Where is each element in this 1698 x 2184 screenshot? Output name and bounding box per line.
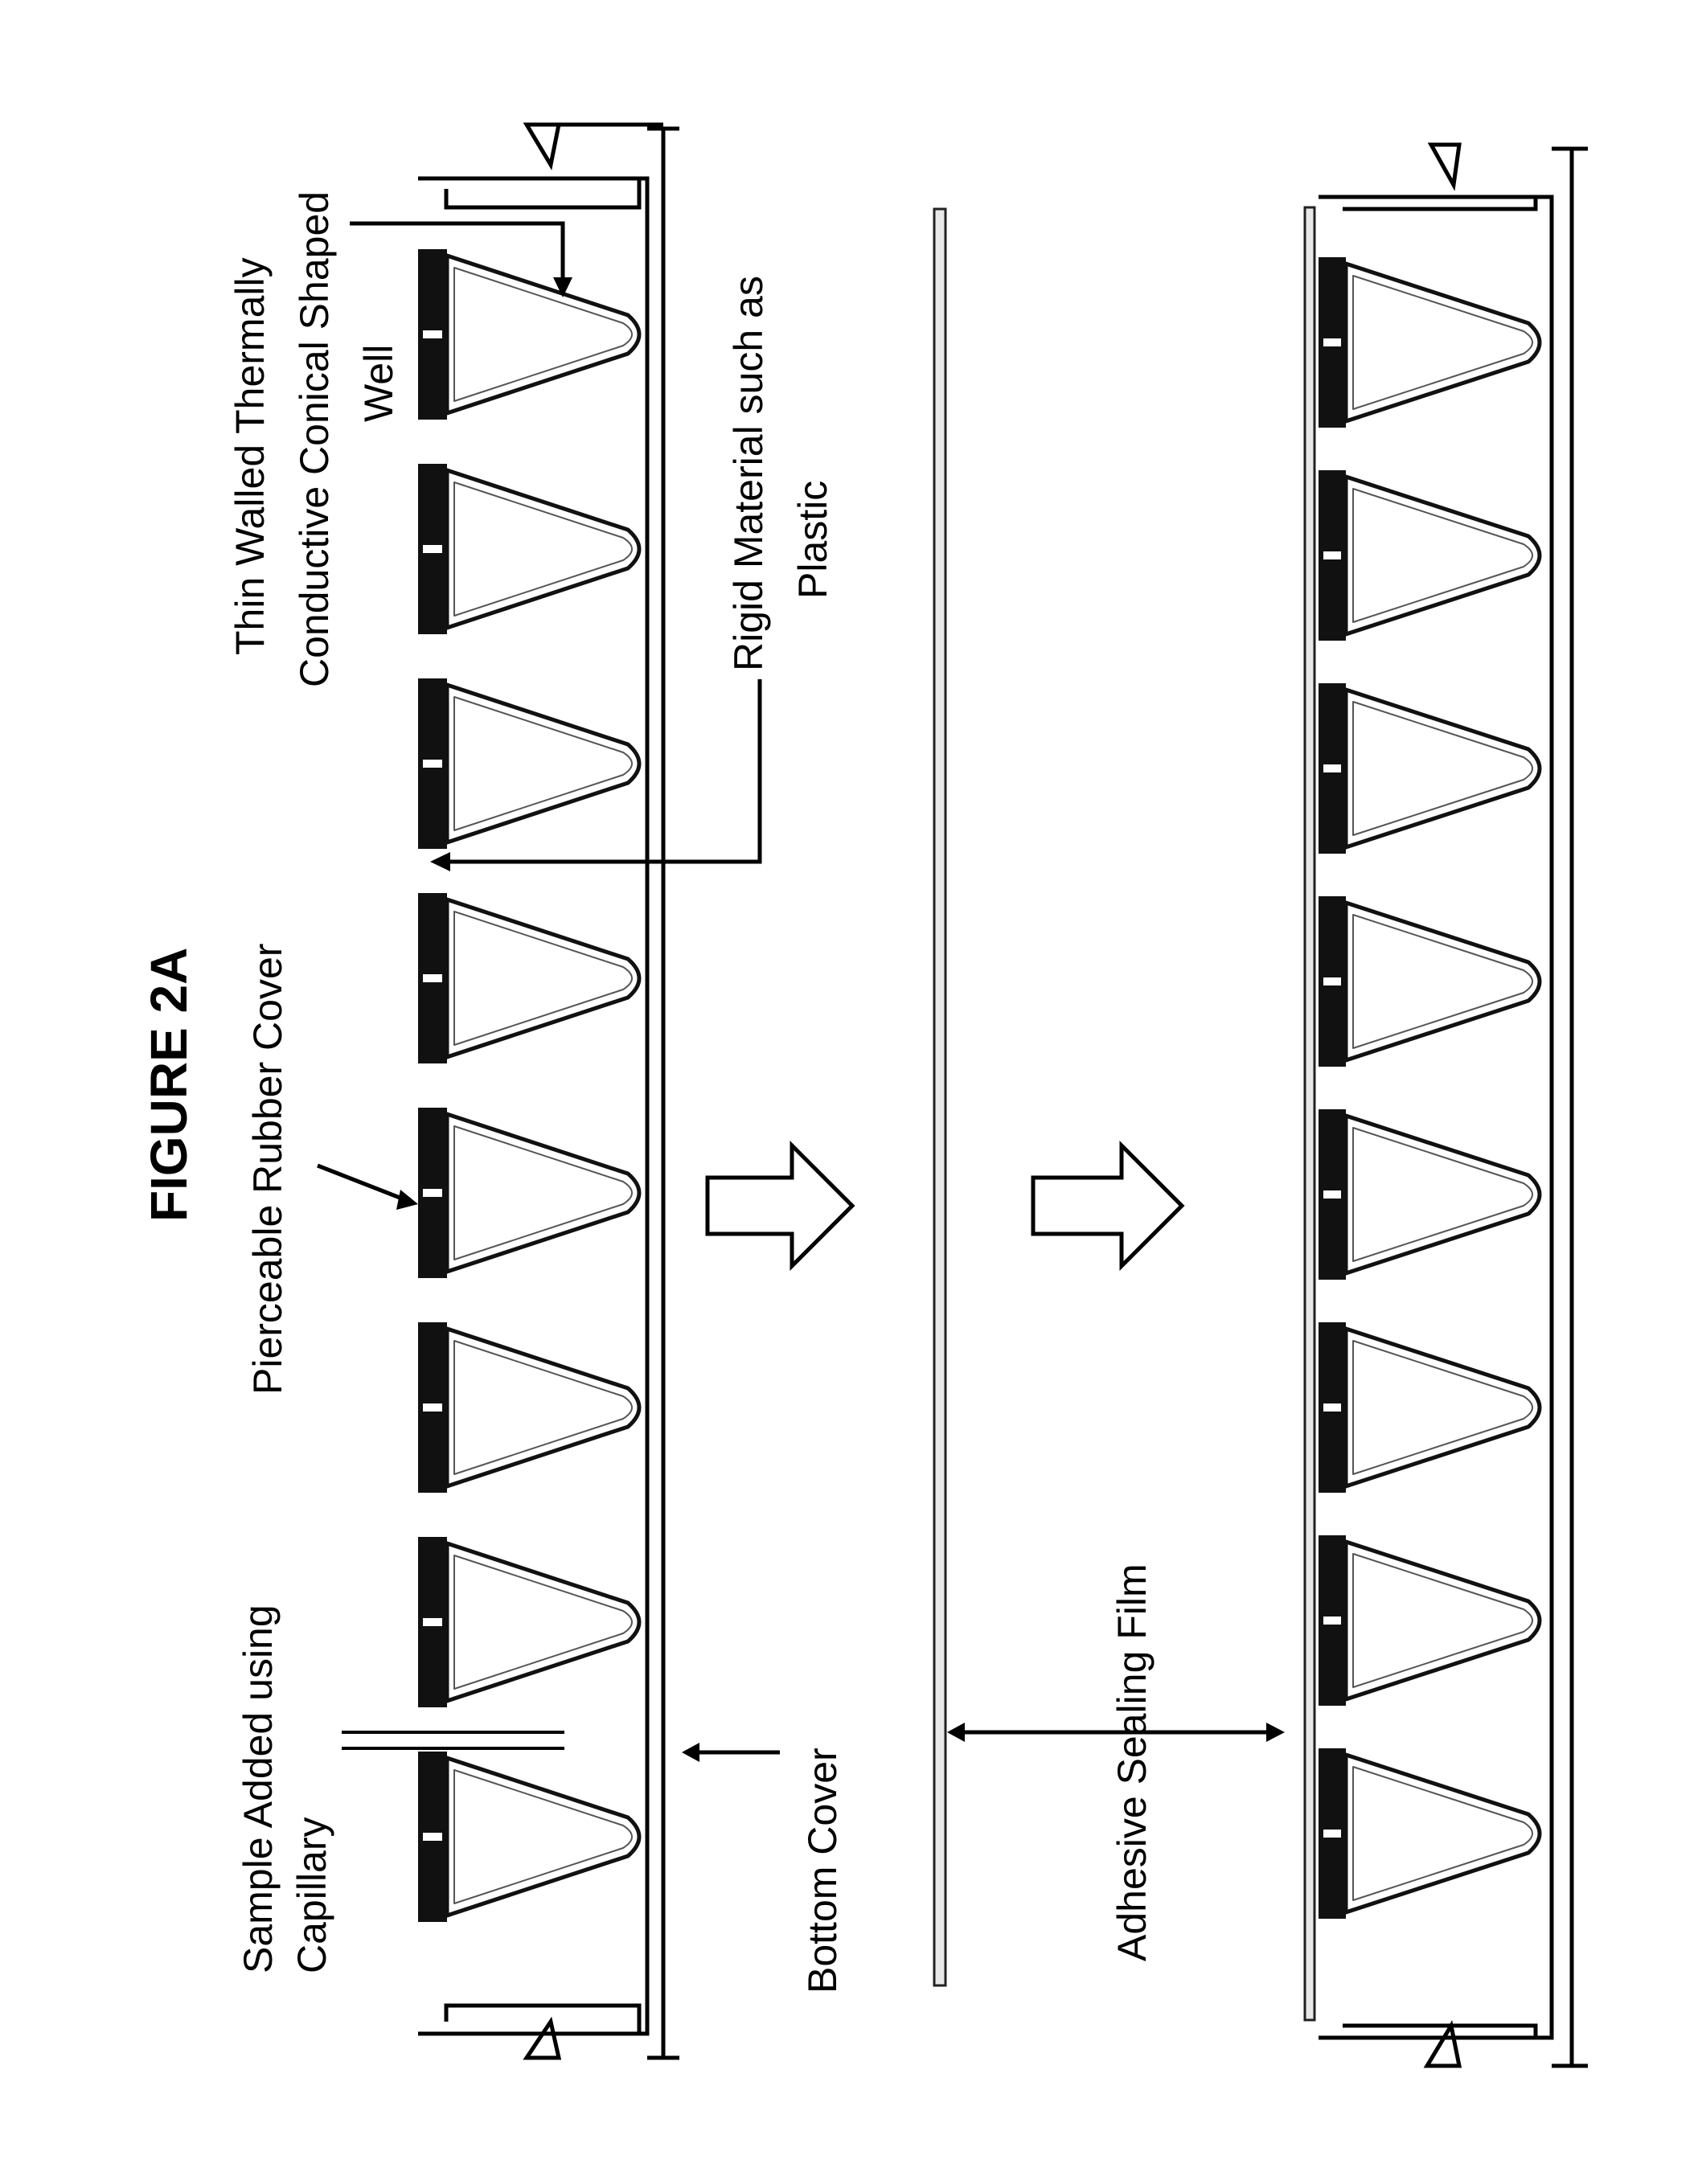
right-conical-well-inner-3 — [1352, 701, 1533, 836]
right-conical-well-2 — [1343, 474, 1542, 637]
label-thin-walled-line3: Well — [356, 345, 401, 422]
left-conical-well-2 — [445, 468, 642, 630]
left-pierce-mark-7 — [423, 1618, 442, 1626]
figure-title: FIGURE 2A — [140, 948, 198, 1222]
left-pierce-mark-8 — [423, 1833, 442, 1841]
right-pierce-mark-8 — [1323, 1830, 1341, 1838]
left-conical-well-8 — [445, 1756, 642, 1918]
left-conical-well-6 — [445, 1326, 642, 1489]
left-bottom-foot-icon — [523, 2016, 562, 2060]
label-thin-walled-line1: Thin Walled Thermally — [228, 257, 273, 655]
right-conical-well-8 — [1343, 1752, 1542, 1915]
right-conical-well-inner-5 — [1352, 1127, 1533, 1262]
left-conical-well-4 — [445, 897, 642, 1059]
label-adhesive-sealing-film: Adhesive Sealing Film — [1109, 1563, 1155, 1961]
label-sample-line1: Sample Added using — [236, 1604, 281, 1973]
label-rigid-line1: Rigid Material such as — [726, 276, 771, 671]
right-conical-well-6 — [1343, 1326, 1542, 1489]
left-conical-well-5 — [445, 1112, 642, 1274]
left-conical-well-inner-5 — [453, 1125, 633, 1260]
label-rigid-line2: Plastic — [790, 481, 835, 599]
left-conical-well-inner-2 — [453, 481, 633, 617]
label-pierceable-rubber-cover: Pierceable Rubber Cover — [245, 944, 290, 1395]
rigid-material-callout-arrow — [450, 679, 762, 864]
right-pierce-mark-5 — [1323, 1190, 1341, 1199]
right-conical-well-7 — [1343, 1539, 1542, 1702]
left-conical-well-7 — [445, 1541, 642, 1703]
left-pierce-mark-4 — [423, 974, 442, 982]
right-bottom-foot-icon — [1423, 2020, 1462, 2068]
transition-arrow-1-icon — [705, 1140, 855, 1272]
left-pierce-mark-5 — [423, 1189, 442, 1197]
right-conical-well-inner-2 — [1352, 488, 1533, 623]
right-top-foot-icon — [1427, 142, 1462, 191]
left-conical-well-inner-3 — [453, 696, 633, 831]
middle-adhesive-film — [933, 207, 947, 1987]
pierceable-callout-arrow — [317, 1163, 407, 1203]
left-pierce-mark-3 — [423, 760, 442, 768]
left-conical-well-inner-1 — [453, 267, 633, 402]
left-conical-well-1 — [445, 253, 642, 416]
left-conical-well-inner-7 — [453, 1555, 633, 1690]
left-conical-well-inner-4 — [453, 911, 633, 1046]
left-conical-well-inner-8 — [453, 1769, 633, 1904]
transition-arrow-2-icon — [1031, 1140, 1185, 1272]
left-plate-frame — [418, 176, 650, 2036]
right-conical-well-inner-8 — [1352, 1766, 1533, 1901]
left-conical-well-inner-6 — [453, 1340, 633, 1475]
label-thin-walled-line2: Conductive Conical Shaped — [292, 191, 337, 687]
left-top-foot-icon — [523, 122, 663, 170]
right-conical-well-inner-4 — [1352, 914, 1533, 1049]
right-pierce-mark-1 — [1323, 338, 1341, 346]
right-conical-well-inner-7 — [1352, 1553, 1533, 1688]
left-plate-inner-frame — [444, 178, 642, 2034]
label-bottom-cover: Bottom Cover — [800, 1748, 845, 1993]
right-adhesive-film — [1303, 206, 1316, 2022]
right-pierce-mark-2 — [1323, 551, 1341, 559]
label-sample-line2: Capillary — [289, 1817, 334, 1973]
right-conical-well-4 — [1343, 900, 1542, 1063]
thin-walled-callout-arrow — [350, 221, 565, 277]
left-conical-well-3 — [445, 682, 642, 845]
right-plate-assembly — [1303, 142, 1588, 2068]
right-pierce-mark-6 — [1323, 1403, 1341, 1412]
right-conical-well-inner-1 — [1352, 275, 1533, 410]
right-conical-well-inner-6 — [1352, 1340, 1533, 1475]
right-pierce-mark-4 — [1323, 977, 1341, 985]
right-conical-well-3 — [1343, 687, 1542, 850]
right-pierce-mark-3 — [1323, 764, 1341, 772]
right-conical-well-5 — [1343, 1113, 1542, 1276]
left-pierce-mark-2 — [423, 545, 442, 553]
left-pierce-mark-6 — [423, 1403, 442, 1412]
right-pierce-mark-7 — [1323, 1616, 1341, 1625]
right-plate-inner-frame — [1343, 197, 1538, 2038]
left-plate-assembly — [418, 122, 679, 2060]
right-conical-well-1 — [1343, 261, 1542, 424]
left-pierce-mark-1 — [423, 330, 442, 338]
right-plate-frame — [1319, 195, 1554, 2040]
